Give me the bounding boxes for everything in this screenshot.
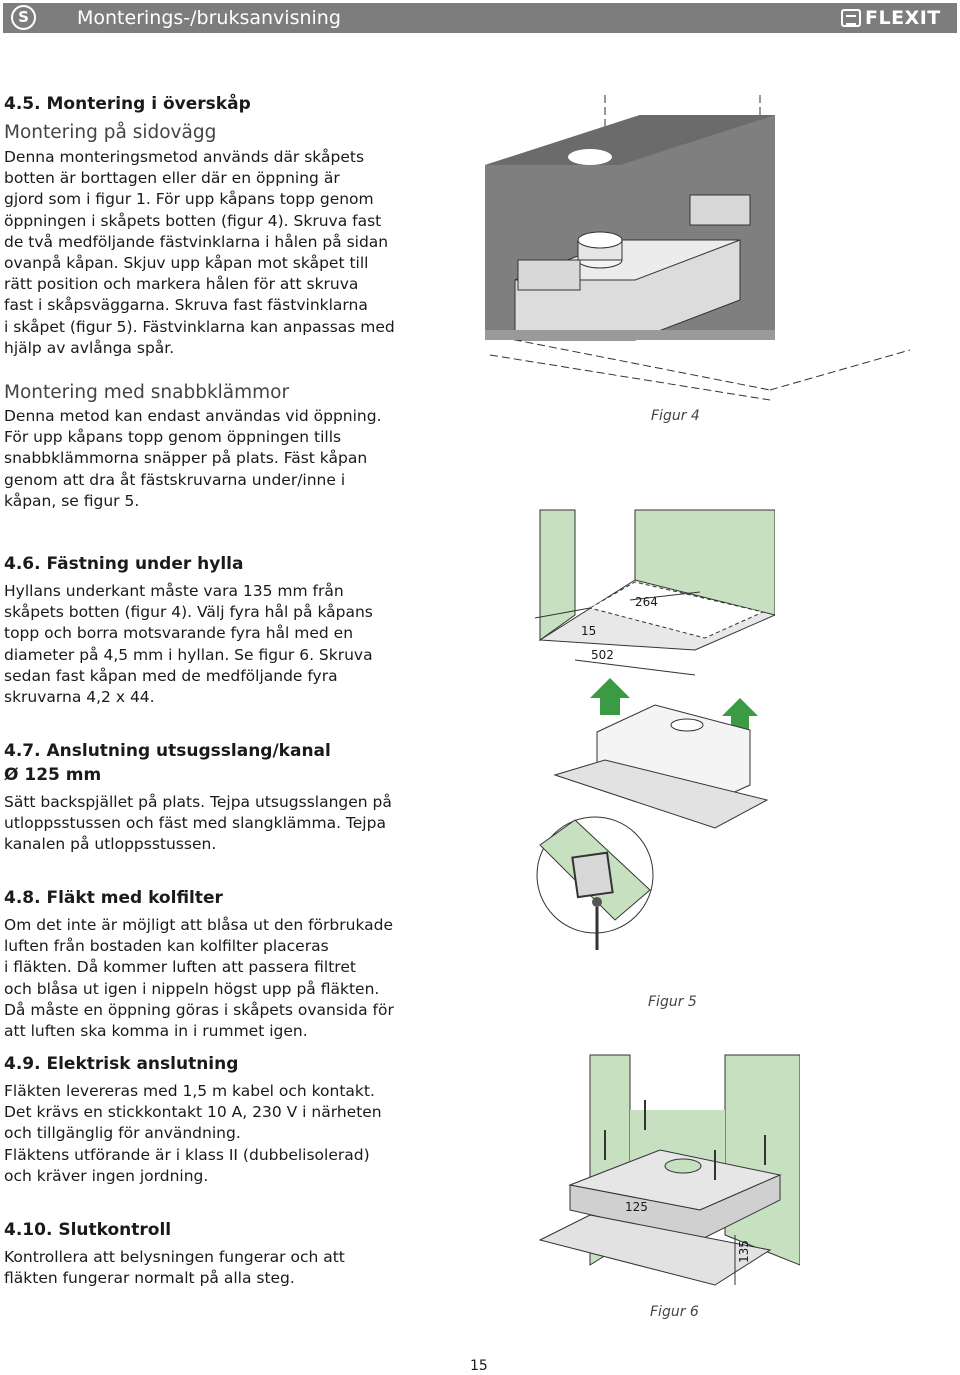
heading-4-7-diameter: Ø 125 mm bbox=[4, 765, 102, 785]
hood-front-panel bbox=[538, 1214, 772, 1286]
bracket-right bbox=[689, 194, 751, 226]
flexit-logo-text: FLEXIT bbox=[865, 7, 941, 29]
paragraph-snabbklammor: Denna metod kan endast användas vid öppn… bbox=[4, 407, 382, 510]
dim-125: 125 bbox=[625, 1200, 648, 1214]
heading-4-6: 4.6. Fästning under hylla bbox=[4, 554, 244, 574]
dimension-lines bbox=[535, 591, 701, 676]
screws bbox=[604, 1100, 766, 1180]
paragraph-4-7: Sätt backspjället på plats. Tejpa utsugs… bbox=[4, 793, 392, 854]
cabinet-hole bbox=[568, 149, 612, 165]
dim-502: 502 bbox=[591, 648, 614, 662]
figure-5-dimensions: 264 15 502 bbox=[581, 595, 658, 662]
figure-4-illustration bbox=[485, 95, 910, 401]
figure-5-caption: Figur 5 bbox=[648, 994, 697, 1010]
wall-left bbox=[539, 509, 576, 641]
subheading-snabbklammor: Montering med snabbklämmor bbox=[4, 382, 290, 403]
header-bar: S Monterings-/bruksanvisning FLEXIT bbox=[3, 3, 957, 33]
cutout-outline bbox=[588, 581, 765, 639]
dim-135: 135 bbox=[737, 1240, 751, 1263]
paragraph-4-8: Om det inte är möjligt att blåsa ut den … bbox=[4, 916, 394, 1041]
flexit-logo: FLEXIT bbox=[841, 7, 941, 29]
heading-4-10: 4.10. Slutkontroll bbox=[4, 1220, 172, 1240]
arrow-up-left-icon bbox=[590, 678, 630, 715]
hood-body bbox=[569, 1174, 781, 1241]
page-number: 15 bbox=[470, 1358, 488, 1374]
heading-4-5: 4.5. Montering i överskåp bbox=[4, 94, 251, 114]
arrow-up-right-icon bbox=[722, 698, 758, 732]
paragraph-4-10: Kontrollera att belysningen fungerar och… bbox=[4, 1248, 345, 1288]
cabinet-floor bbox=[485, 330, 775, 340]
document-title: Monterings-/bruksanvisning bbox=[77, 7, 341, 29]
subheading-sidovagg: Montering på sidovägg bbox=[4, 122, 217, 143]
hood-outlet bbox=[670, 718, 704, 732]
paragraph-4-6: Hyllans underkant måste vara 135 mm från… bbox=[4, 582, 373, 707]
detail-bracket bbox=[571, 851, 614, 899]
figure-4-caption: Figur 4 bbox=[651, 408, 700, 424]
flexit-logo-icon bbox=[841, 9, 861, 27]
shelf-hole bbox=[664, 1158, 702, 1174]
wall-right bbox=[724, 1054, 800, 1266]
language-badge: S bbox=[11, 5, 36, 30]
heading-4-9: 4.9. Elektrisk anslutning bbox=[4, 1054, 239, 1074]
figure-6-illustration: 125 135 bbox=[538, 1054, 800, 1286]
cabinet-top bbox=[485, 115, 775, 165]
hood-front-panel bbox=[553, 759, 769, 829]
outlet-rim bbox=[577, 231, 623, 249]
figure-5-illustration bbox=[535, 509, 775, 950]
dim-15: 15 bbox=[581, 624, 596, 638]
detail-screw bbox=[592, 897, 602, 907]
heading-4-8: 4.8. Fläkt med kolfilter bbox=[4, 888, 223, 908]
paragraph-4-9: Fläkten levereras med 1,5 m kabel och ko… bbox=[4, 1082, 382, 1185]
dim-264: 264 bbox=[635, 595, 658, 609]
paragraph-sidovagg: Denna monteringsmetod används där skåpet… bbox=[4, 148, 395, 357]
figure-6-caption: Figur 6 bbox=[650, 1304, 699, 1320]
bracket-left bbox=[517, 259, 581, 291]
heading-4-7: 4.7. Anslutning utsugsslang/kanal bbox=[4, 741, 331, 761]
